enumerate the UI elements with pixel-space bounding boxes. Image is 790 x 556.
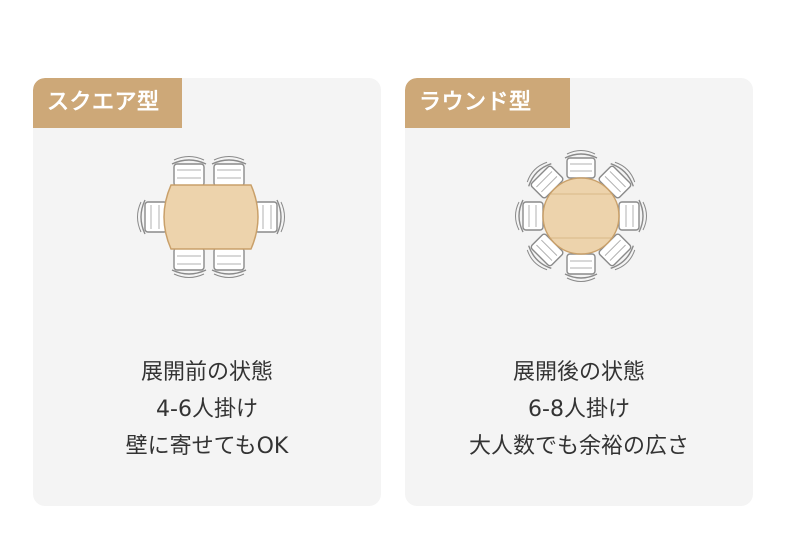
chair-icon [514,199,544,233]
chair-icon [211,247,247,279]
caption-line: 大人数でも余裕の広さ [468,434,689,459]
chair-icon [136,199,168,235]
chair-icon [211,155,247,187]
round-type-description: 展開後の状態 6-8人掛け 大人数でも余裕の広さ [405,354,753,465]
caption-line: 4-6人掛け [156,397,258,422]
chair-icon [564,149,598,179]
chair-icon [254,199,286,235]
caption-line: 壁に寄せてもOK [125,434,289,459]
square-type-tag: スクエア型 [33,78,182,128]
square-table-diagram [136,155,286,279]
round-type-tag: ラウンド型 [405,78,570,128]
round-type-card: ラウンド型 展開後の状態 6-8人掛け 大 [405,78,753,506]
square-type-card: スクエア型 展開前の状態 4-6人掛け 壁に寄せてもOK [33,78,381,506]
chair-icon [171,247,207,279]
round-table-diagram [514,149,648,283]
chair-icon [564,253,598,283]
round-table [542,177,620,255]
caption-line: 展開前の状態 [140,360,273,385]
square-type-description: 展開前の状態 4-6人掛け 壁に寄せてもOK [33,354,381,465]
rectangular-table [163,184,259,250]
chair-icon [618,199,648,233]
chair-icon [171,155,207,187]
caption-line: 6-8人掛け [528,397,630,422]
caption-line: 展開後の状態 [512,360,645,385]
